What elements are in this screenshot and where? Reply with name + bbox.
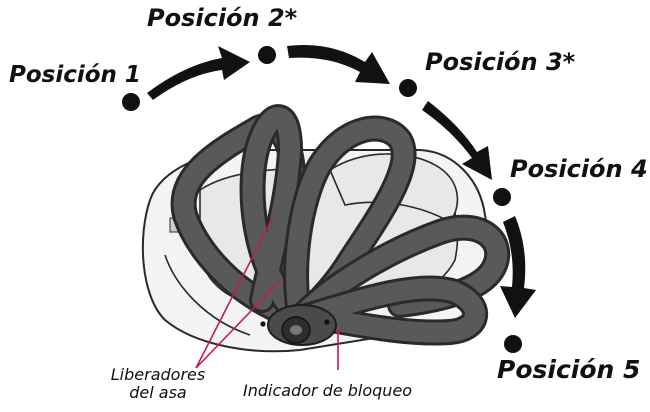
arrow-4-to-5 [500,216,536,318]
lock-indicator-callout: Indicador de bloqueo [243,381,413,400]
rotation-arrows [147,44,536,318]
arrow-1-to-2 [147,46,250,100]
arrow-2-to-3 [287,44,390,84]
handle-release-line1: Liberadores [110,365,206,384]
arrow-3-to-4 [422,101,492,180]
position-1-dot [122,93,140,111]
leader-release-1 [195,216,274,369]
callout-leaders [195,216,339,370]
handle-position-2-fill [242,107,310,328]
position-2-label: Posición 2* [147,4,298,32]
leader-release-2 [195,280,281,369]
position-5-label: Posición 5 [497,355,641,384]
position-1-label: Posición 1 [9,62,141,88]
release-button-right [324,319,330,325]
position-2-dot [258,46,276,64]
handle-pivot-hub [260,304,340,346]
position-4-dot [493,188,511,206]
position-3-label: Posición 3* [425,48,576,76]
handle-release-line2: del asa [129,383,187,403]
release-button-left [260,321,266,327]
pivot-center [290,325,302,335]
handle-position-5-fill [290,278,485,343]
position-dots [122,46,522,353]
position-3-dot [399,79,417,97]
position-5-dot [504,335,522,353]
carry-handle-positions [170,104,511,346]
handle-release-callout: Liberadores del asa [108,365,208,403]
position-4-label: Posición 4 [510,155,648,183]
carrier-base-edge [164,254,251,336]
